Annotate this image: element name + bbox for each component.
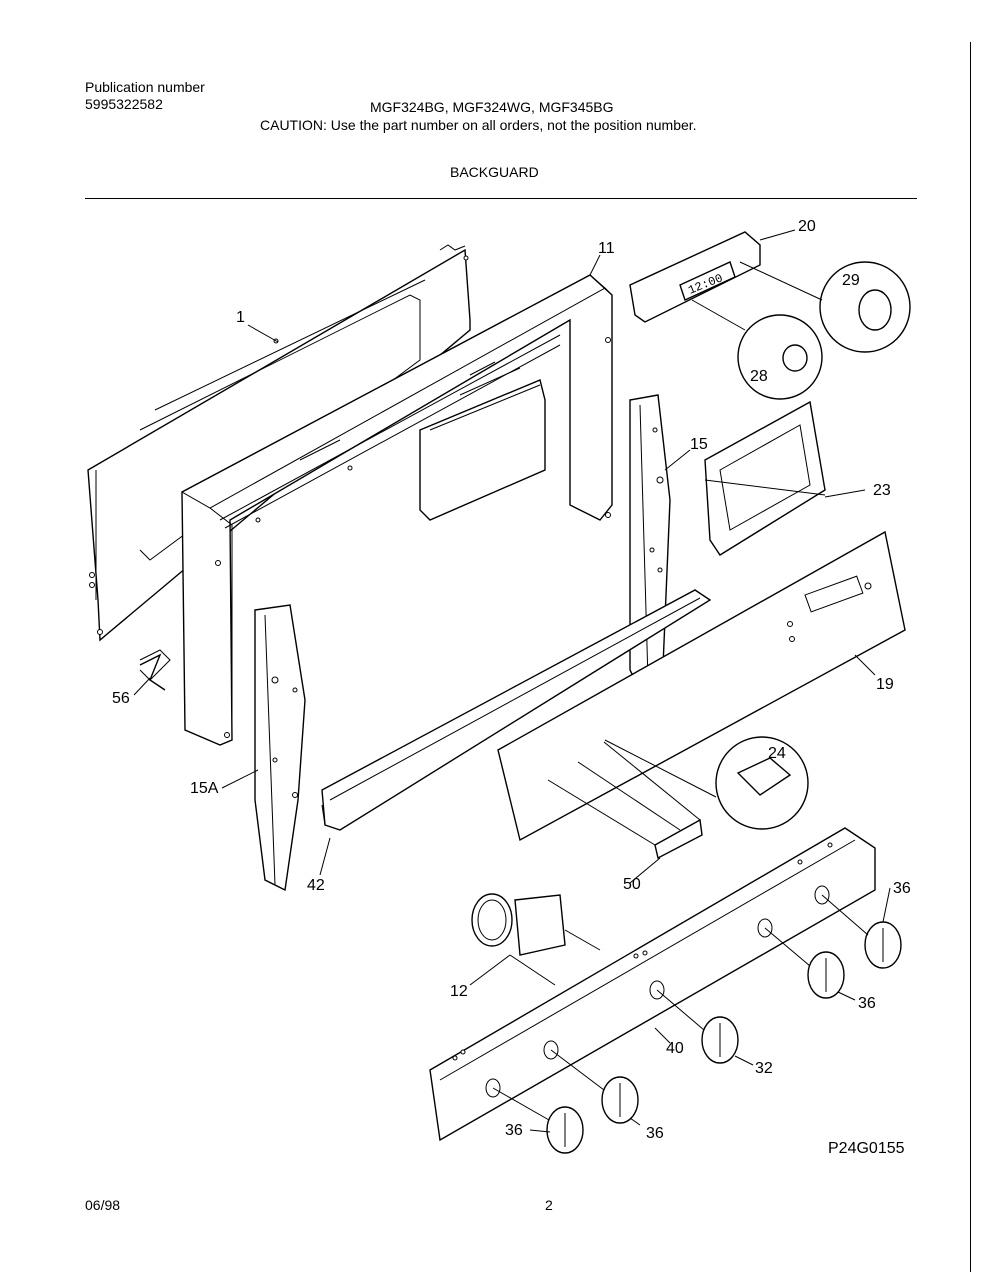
callout-50: 50 [623, 876, 641, 893]
callout-12: 12 [450, 983, 468, 1000]
figure-id: P24G0155 [828, 1140, 905, 1157]
rocker-switch-part-24 [604, 736, 809, 830]
callout-23: 23 [873, 482, 891, 499]
callout-20: 20 [798, 218, 816, 235]
page-border-line [970, 42, 971, 1272]
clock-timer-part-20: 12:00 [629, 231, 761, 323]
thermostat-part-12 [471, 893, 601, 986]
callout-56: 56 [112, 690, 130, 707]
footer-date: 06/98 [85, 1197, 121, 1213]
model-numbers: MGF324BG, MGF324WG, MGF345BG [370, 99, 614, 115]
callout-24: 24 [768, 745, 786, 762]
side-bracket-part-15a [254, 604, 306, 892]
page-number: 2 [545, 1197, 553, 1213]
clip-part-56 [139, 653, 166, 691]
header-rule [85, 198, 917, 199]
callout-28: 28 [750, 368, 768, 385]
knob-part-36-b [764, 927, 845, 999]
switch-part-50 [547, 741, 703, 860]
callout-40: 40 [666, 1040, 684, 1057]
lens-bracket-part-23 [704, 400, 826, 556]
knob-part-36-c [550, 1049, 639, 1124]
caution-text: CAUTION: Use the part number on all orde… [260, 117, 697, 133]
callout-leader-lines [133, 229, 891, 1133]
callout-1: 1 [236, 309, 245, 326]
section-title: BACKGUARD [450, 164, 539, 180]
callout-36-a: 36 [893, 880, 911, 897]
detail-button-part-28 [691, 299, 823, 400]
callout-36-d: 36 [505, 1122, 523, 1139]
callout-15a: 15A [190, 780, 219, 797]
backguard-frame-part-11 [180, 274, 613, 746]
publication-number: 5995322582 [85, 96, 163, 112]
publication-label: Publication number [85, 79, 205, 95]
knob-part-32 [656, 989, 739, 1064]
callout-15: 15 [690, 436, 708, 453]
detail-knob-part-29 [739, 261, 911, 353]
trim-rail-part-42 [321, 589, 712, 831]
callout-36-c: 36 [646, 1125, 664, 1142]
knob-part-36-d [492, 1087, 584, 1154]
knob-part-36-a [821, 894, 902, 969]
callout-36-b: 36 [858, 995, 876, 1012]
callout-19: 19 [876, 676, 894, 693]
control-panel-part-19 [497, 530, 906, 842]
callout-42: 42 [307, 877, 325, 894]
manifold-panel-part-40 [429, 827, 876, 1142]
callout-32: 32 [755, 1060, 773, 1077]
callout-11: 11 [598, 240, 615, 257]
callout-29: 29 [842, 272, 860, 289]
